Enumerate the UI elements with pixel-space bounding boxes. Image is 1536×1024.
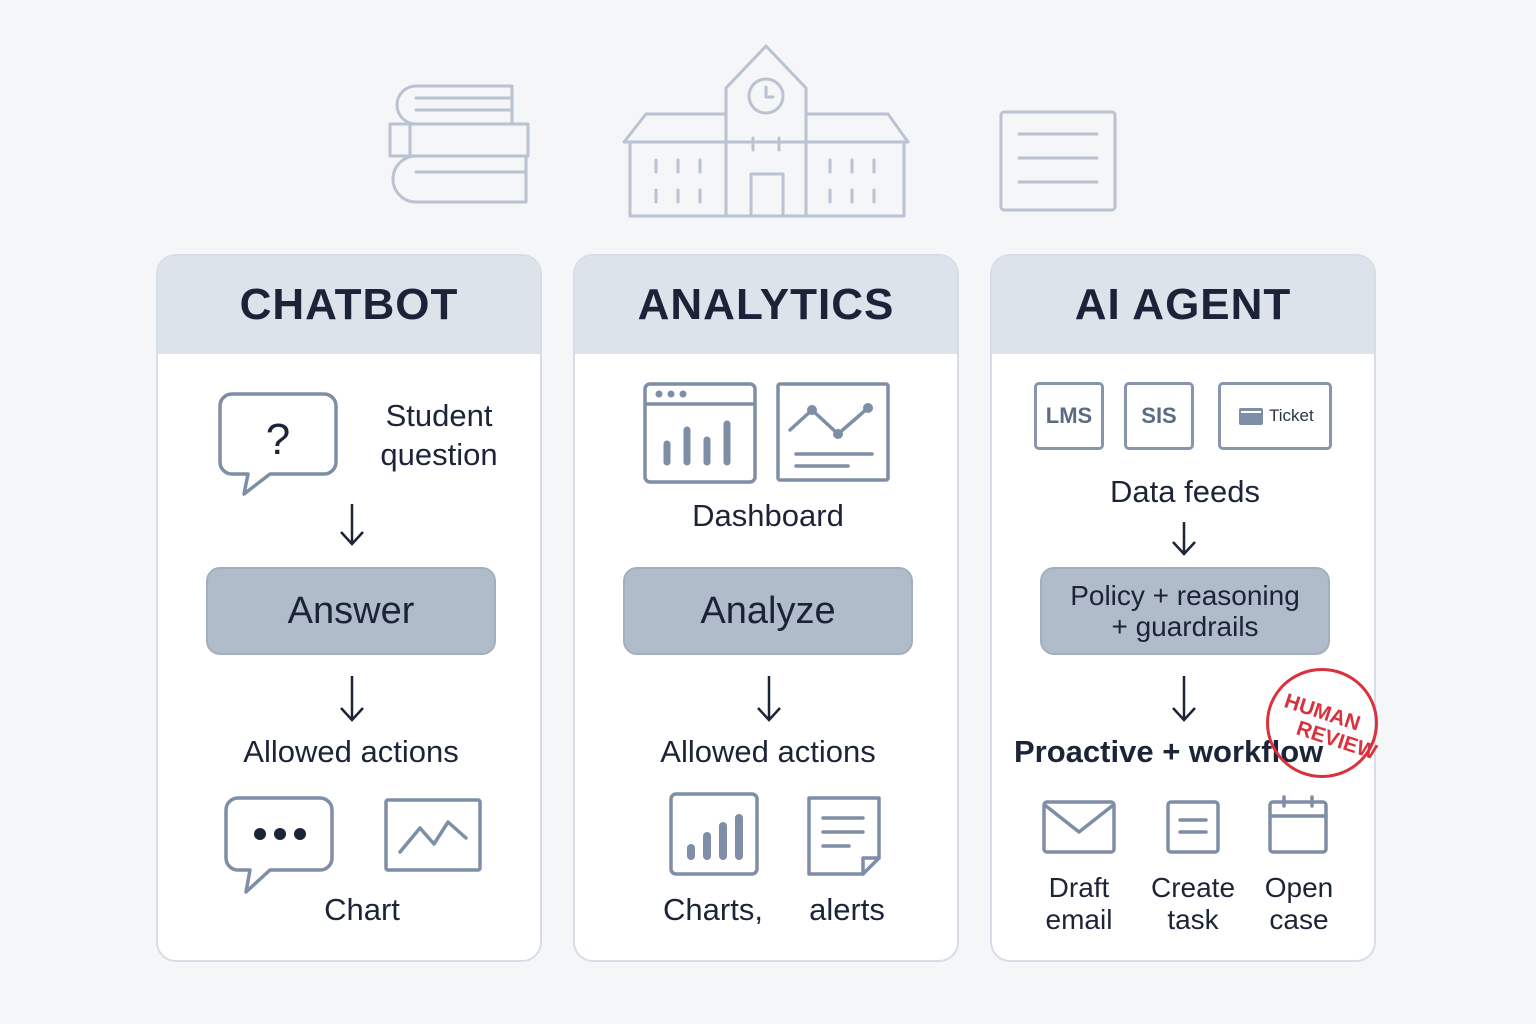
alert-note-icon [807,796,881,876]
bar-chart-icon [669,792,759,876]
lms-source: LMS [1034,382,1104,450]
chatbot-outputs-label: Allowed actions [243,734,459,769]
line-chart-icon [384,798,482,872]
calendar-icon [1268,795,1328,854]
analytics-input-label: Dashboard [692,498,844,533]
question-bubble-icon: ? [218,392,338,496]
chatbot-process: Answer [206,567,496,655]
down-arrow-icon [340,504,364,546]
document-icon [999,110,1117,212]
chatbot-title: CHATBOT [158,256,540,354]
analytics-panel: ANALYTICS Dashboard Analyze Allowed acti… [573,254,959,962]
analytics-process: Analyze [623,567,913,655]
question-mark: ? [266,415,290,464]
ticket-source: Ticket [1218,382,1332,450]
chat-bubble-icon [224,796,334,894]
chatbot-panel: CHATBOT ? Student question Answer Allowe… [156,254,542,962]
analytics-title: ANALYTICS [575,256,957,354]
analytics-outputs-label: Allowed actions [660,734,876,769]
bar-dashboard-icon [643,382,757,484]
email-icon [1042,800,1116,854]
trend-chart-icon [776,382,890,482]
down-arrow-icon [757,676,781,722]
books-icon [388,84,530,204]
chatbot-input-label: Student question [380,398,498,472]
down-arrow-icon [1172,676,1196,722]
human-review-stamp: HUMAN REVIEW [1266,668,1380,778]
school-building-icon [622,44,910,218]
agent-input-label: Data feeds [1110,474,1260,509]
agent-panel: AI AGENT LMS SIS Ticket Data feeds Polic… [990,254,1376,962]
sis-source: SIS [1124,382,1194,450]
agent-title: AI AGENT [992,256,1374,354]
down-arrow-icon [1172,522,1196,556]
down-arrow-icon [340,676,364,722]
analytics-output-charts: Charts, [663,892,763,927]
ticket-icon [1239,407,1263,425]
analytics-output-alerts: alerts [809,892,885,927]
task-icon [1166,800,1220,854]
agent-process: Policy + reasoning + guardrails [1040,567,1330,655]
chatbot-output-item: Chart [324,892,400,927]
